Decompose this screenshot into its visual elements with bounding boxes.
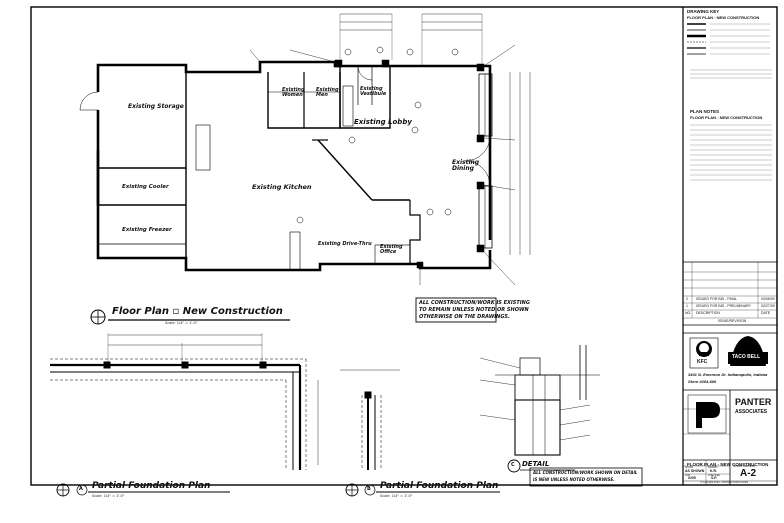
detail-c-letter: C	[511, 462, 515, 468]
taco-bell-logo-text: TACO BELL	[732, 354, 761, 360]
firm-name-2: ASSOCIATES	[735, 409, 768, 415]
general-note-line-3: OTHERWISE ON THE DRAWINGS.	[419, 314, 510, 320]
floor-plan	[79, 13, 531, 323]
room-label-drive-thru: Existing Drive-Thru	[318, 241, 372, 247]
kfc-logo-text: KFC	[697, 359, 708, 365]
title-block-lines	[683, 23, 777, 485]
detail-c-title: DETAIL	[522, 460, 550, 468]
rev-row-desc: ISSUED FOR BID - PRELIMINARY	[696, 304, 751, 308]
drawn-label: DRAWN	[708, 466, 718, 469]
plan-notes-title: PLAN NOTES	[690, 109, 720, 114]
job-value: 0209	[688, 476, 696, 480]
partial-a-letter: A	[79, 486, 83, 492]
room-label-men: Existing Men	[316, 87, 339, 98]
store-address: 3401 N. Emerson Dr. Indianapolis, Indian…	[688, 372, 768, 377]
rev-row-desc: ISSUED FOR BID - FINAL	[696, 297, 738, 301]
taco-bell-logo	[728, 336, 768, 366]
plan-notes-subtitle: FLOOR PLAN ▫ NEW CONSTRUCTION	[690, 115, 763, 120]
scale-label: SCALE	[685, 466, 694, 469]
sheet-border	[30, 6, 778, 486]
partial-foundation-b	[340, 369, 400, 470]
partial-a-title-symbol	[56, 483, 230, 497]
partial-a-title: Partial Foundation Plan	[92, 481, 211, 491]
drawing-key-subtitle: FLOOR PLAN ▫ NEW CONSTRUCTION	[687, 15, 760, 20]
general-note-line-2: TO REMAIN UNLESS NOTED OR SHOWN	[419, 307, 529, 313]
checked-label: CHECKED	[708, 474, 721, 477]
rev-header-date: DATE	[761, 311, 771, 315]
kfc-logo	[689, 337, 719, 369]
general-note-line-1: ALL CONSTRUCTION/WORK IS EXISTING	[419, 300, 530, 306]
partial-foundation-a	[50, 333, 319, 470]
floor-plan-title: Floor Plan ▫ New Construction	[112, 306, 283, 317]
rev-header-desc: DESCRIPTION	[696, 311, 720, 315]
floor-plan-title-symbol	[90, 309, 290, 325]
copyright: © Copyright 2009 ▫ PANTER ASSOCIATES	[700, 481, 749, 484]
rev-row-date: 02/27/09	[761, 304, 775, 308]
room-label-freezer: Existing Freezer	[122, 227, 172, 233]
room-label-office: Existing Office	[380, 244, 403, 255]
drawn-value: K.R.	[710, 469, 717, 473]
detail-note-line-2: IS NEW UNLESS NOTED OTHERWISE.	[533, 477, 615, 482]
store-number: Store #004-606	[688, 379, 717, 384]
detail-c	[479, 345, 643, 487]
detail-note-line-1: ALL CONSTRUCTION/WORK SHOWN ON DETAIL	[533, 470, 638, 475]
floor-plan-scale: Scale: 1/4" = 1'-0"	[165, 321, 198, 325]
detail-c-title-symbol	[507, 459, 575, 473]
rev-label: ISSUE/REVISION	[718, 319, 747, 323]
firm-name: PANTER	[735, 397, 772, 407]
room-label-lobby: Existing Lobby	[354, 118, 412, 126]
sheet-title-line-1: FLOOR PLAN ▫ NEW CONSTRUCTION	[687, 462, 769, 467]
partial-b-scale: Scale: 1/4" = 1'-0"	[380, 494, 413, 498]
room-label-dining: Existing Dining	[452, 159, 480, 172]
rev-row-no: 1	[686, 304, 688, 308]
partial-a-scale: Scale: 1/4" = 1'-0"	[92, 494, 125, 498]
drawing-key-title: DRAWING KEY	[687, 9, 720, 14]
room-label-cooler: Existing Cooler	[122, 184, 169, 190]
rev-row-no: 2	[686, 297, 688, 301]
sheet-number: A-2	[740, 468, 757, 479]
rev-header-no: NO.	[685, 311, 692, 315]
partial-b-title: Partial Foundation Plan	[380, 481, 499, 491]
room-label-women: Existing Women	[282, 87, 305, 98]
room-label-kitchen: Existing Kitchen	[252, 183, 312, 191]
room-label-storage: Existing Storage	[128, 103, 184, 110]
scale-value: AS SHOWN	[685, 469, 705, 473]
partial-b-title-symbol	[345, 483, 500, 497]
job-label: JOB	[685, 474, 690, 477]
rev-row-date: 03/05/09	[761, 297, 775, 301]
partial-b-letter: B	[367, 486, 371, 492]
room-label-vestibule: Existing Vestibule	[360, 86, 387, 97]
checked-value: S.P.	[711, 476, 718, 480]
panter-logo	[687, 394, 727, 434]
sheet-number-label: Sheet Number:	[733, 464, 757, 468]
